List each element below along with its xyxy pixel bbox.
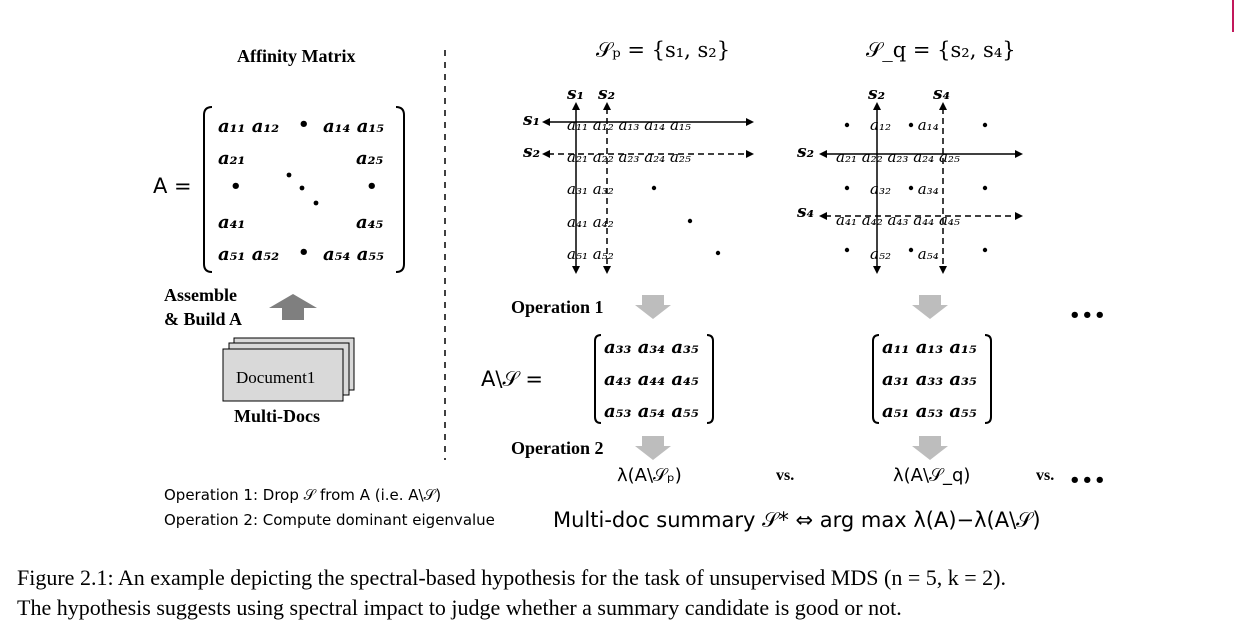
p-grid-lines: [542, 102, 754, 274]
lambda-q: λ(A\𝒮_q): [893, 465, 971, 486]
matrix-cell: a₅₄ a₅₅: [323, 244, 385, 265]
reduced-q-row: a₃₁ a₃₃ a₃₅: [882, 369, 977, 390]
document-label: Document1: [236, 368, 316, 387]
reduced-q-row: a₅₁ a₅₃ a₅₅: [882, 401, 977, 422]
p-grid-row: a₁₁ a₁₂ a₁₃ a₁₄ a₁₅: [567, 116, 691, 134]
ellipsis: •••: [1069, 305, 1107, 326]
matrix-cell: a₄₁: [218, 212, 246, 233]
vs-label: vs.: [776, 467, 795, 484]
q-grid-row: a₁₂ a₁₄: [870, 116, 939, 134]
p-grid-row: a₂₁ a₂₂ a₂₃ a₂₄ a₂₅: [567, 148, 691, 166]
lambda-p: λ(A\𝒮ₚ): [617, 465, 682, 486]
document-stack: [222, 337, 355, 402]
col-header-s2: s₂: [868, 84, 886, 104]
col-header-s1: s₁: [567, 84, 585, 104]
matrix-cell: •: [230, 176, 242, 197]
down-arrow-icon: [635, 436, 671, 460]
q-grid-row: a₃₂ a₃₄: [870, 180, 939, 198]
reduced-matrix-p: [594, 334, 714, 424]
affinity-matrix: [203, 106, 405, 273]
set-p-label: 𝒮ₚ = {s₁, s₂}: [596, 38, 731, 62]
reduced-p-row: a₃₃ a₃₄ a₃₅: [604, 337, 699, 358]
matrix-a-label: A =: [153, 174, 192, 198]
left-bracket: [203, 106, 213, 273]
down-arrow-icon: [912, 295, 948, 319]
reduced-q-row: a₁₁ a₁₃ a₁₅: [882, 337, 977, 358]
assemble-arrow-icon: [269, 294, 317, 320]
affinity-matrix-title: Affinity Matrix: [237, 46, 356, 66]
assemble-label: Assemble: [164, 285, 237, 305]
matrix-cell: •: [298, 242, 310, 263]
matrix-cell: a₂₅: [356, 148, 384, 169]
vs-label: vs.: [1036, 467, 1055, 484]
reduced-matrix-q: [872, 334, 992, 424]
ellipsis: •••: [1069, 470, 1107, 491]
right-bracket: [395, 106, 405, 273]
down-arrow-icon: [912, 436, 948, 460]
reduced-p-row: a₅₃ a₅₄ a₅₅: [604, 401, 699, 422]
p-grid-row: a₄₁ a₄₂: [567, 213, 614, 231]
col-header-s2: s₂: [598, 84, 616, 104]
summary-formula: Multi-doc summary 𝒮* ⇔ arg max λ(A)−λ(A\…: [553, 508, 1041, 532]
reduced-p-row: a₄₃ a₄₄ a₄₅: [604, 369, 699, 390]
matrix-cell: a₁₄ a₁₅: [323, 116, 385, 137]
row-header-s4: s₄: [797, 202, 815, 222]
matrix-cell: a₁₁ a₁₂: [218, 116, 280, 137]
row-header-s2: s₂: [797, 142, 815, 162]
matrix-cell: a₅₁ a₅₂: [218, 244, 280, 265]
figure-caption-line2: The hypothesis suggests using spectral i…: [17, 595, 902, 620]
figure-caption-line1: Figure 2.1: An example depicting the spe…: [17, 565, 1006, 590]
operation2-label: Operation 2: [511, 438, 604, 458]
matrix-cell: •: [366, 176, 378, 197]
panel-divider: [444, 50, 446, 460]
operation1-label: Operation 1: [511, 297, 604, 317]
q-grid-row: a₅₂ a₅₄: [870, 245, 939, 263]
page-edge-marker: [1232, 0, 1234, 32]
row-header-s1: s₁: [523, 110, 541, 130]
matrix-cell: •: [298, 114, 310, 135]
row-header-s2: s₂: [523, 142, 541, 162]
down-arrow-icon: [635, 295, 671, 319]
build-a-label: & Build A: [164, 309, 243, 329]
q-grid-lines: [819, 102, 1023, 274]
p-grid-row: a₃₁ a₃₂: [567, 180, 614, 198]
col-header-s4: s₄: [933, 84, 951, 104]
diagonal-dots: [286, 172, 319, 206]
a-minus-s-label: A\𝒮 =: [481, 367, 543, 391]
set-q-label: 𝒮_q = {s₂, s₄}: [866, 38, 1016, 62]
matrix-cell: a₄₅: [356, 212, 384, 233]
operation2-description: Operation 2: Compute dominant eigenvalue: [164, 511, 495, 529]
multidocs-label: Multi-Docs: [234, 406, 320, 426]
q-grid-row: a₂₁ a₂₂ a₂₃ a₂₄ a₂₅: [836, 148, 960, 166]
p-grid-row: a₅₁ a₅₂: [567, 245, 614, 263]
operation1-description: Operation 1: Drop 𝒮 from A (i.e. A\𝒮): [164, 486, 442, 504]
matrix-cell: a₂₁: [218, 148, 246, 169]
